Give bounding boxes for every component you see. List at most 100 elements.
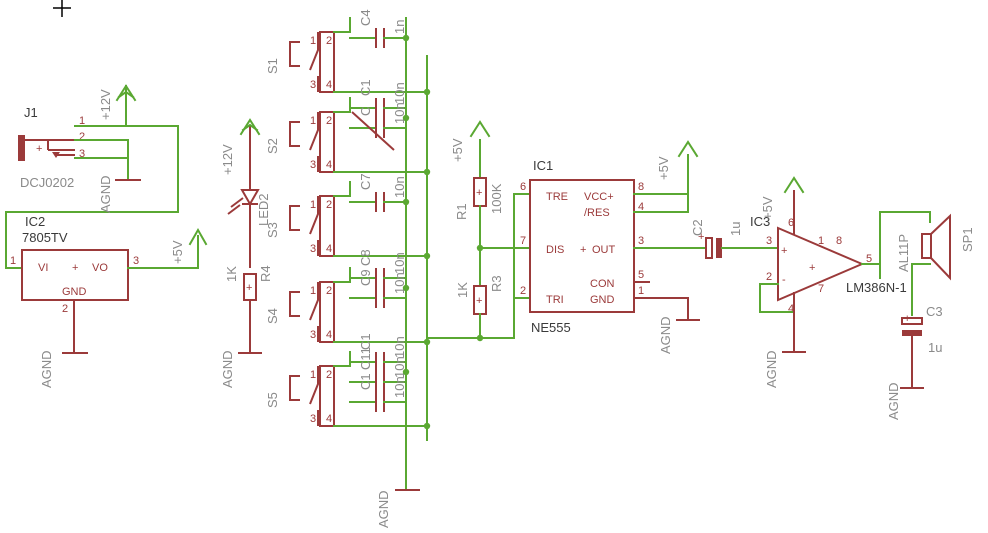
switch-pin: 4 xyxy=(326,159,332,171)
ic1-pin-res: /RES xyxy=(584,207,610,219)
r1-supply-label: +5V xyxy=(450,138,465,162)
ic1-num-4: 4 xyxy=(638,201,644,213)
switch-1-label: S1 xyxy=(265,58,280,74)
ic1-pin-vcc: VCC+ xyxy=(584,191,614,203)
ic1-num-3: 3 xyxy=(638,235,644,247)
capacitor-1-0-value: 10n xyxy=(392,82,407,104)
svg-text:+: + xyxy=(476,295,482,307)
j1-pin2: 2 xyxy=(79,131,85,143)
ic3-pin4: 4 xyxy=(788,303,794,315)
capacitor-2-0: C7 10n xyxy=(349,173,407,212)
capacitor-4-2-ref: C1 xyxy=(358,373,373,390)
ic3-pin2: 2 xyxy=(766,271,772,283)
ic1-agnd: AGND xyxy=(658,316,673,354)
capacitor-c2: + xyxy=(698,231,722,259)
switch-2-label: S2 xyxy=(265,138,280,154)
ic1-supply-label: +5V xyxy=(656,156,671,180)
ic2-agnd: AGND xyxy=(39,350,54,388)
ic3-agnd: AGND xyxy=(764,350,779,388)
ic1-num-5: 5 xyxy=(638,269,644,281)
supply-p5-r1-icon xyxy=(469,120,491,138)
capacitor-0-0: C4 1n xyxy=(349,9,407,48)
capacitor-c3: + xyxy=(901,313,923,336)
j1-ref: J1 xyxy=(24,105,38,120)
c2-value: 1u xyxy=(728,222,743,236)
switch-pin: 3 xyxy=(310,243,316,255)
svg-text:+: + xyxy=(904,313,910,325)
ic1-pin-gnd: GND xyxy=(590,294,615,306)
cursor-crosshair-icon xyxy=(53,0,71,17)
ic1-pin-dis: DIS xyxy=(546,244,564,256)
capacitor-4-2-value: 10n xyxy=(392,376,407,398)
led-supply-label: +12V xyxy=(220,144,235,175)
r3-value: 1K xyxy=(455,282,470,298)
capacitor-0-0-ref: C4 xyxy=(358,9,373,26)
j1-agnd: AGND xyxy=(98,175,113,213)
r1-ref: R1 xyxy=(454,203,469,220)
switch-pin: 3 xyxy=(310,413,316,425)
c2-ref: C2 xyxy=(690,219,705,236)
ic3-ref: IC3 xyxy=(750,214,770,229)
capacitor-2-0-value: 10n xyxy=(392,176,407,198)
connector-j1: J1 + 1 2 3 DCJ0202 xyxy=(18,105,85,190)
resistor-r1: + xyxy=(473,177,487,207)
ic1-num-7: 7 xyxy=(520,235,526,247)
switch-pin: 3 xyxy=(310,79,316,91)
ic1-value: NE555 xyxy=(531,320,571,335)
ic1-ref: IC1 xyxy=(533,158,553,173)
ic3-pin6: 6 xyxy=(788,217,794,229)
amplifier-ic3: IC3 LM386N-1 + - + 3 2 6 4 8 1 7 5 xyxy=(750,214,907,315)
ic3-pin8: 8 xyxy=(836,235,842,247)
ic3-plus: + xyxy=(781,245,787,257)
ic2-supply-label: +5V xyxy=(170,240,185,264)
switch-pin: 4 xyxy=(326,79,332,91)
led2-icon xyxy=(227,125,260,268)
ic1-pin-tri: TRI xyxy=(546,294,564,306)
capacitor-4-1-ref: C11 xyxy=(358,347,373,370)
ic3-value: LM386N-1 xyxy=(846,280,907,295)
ic1-num-2: 2 xyxy=(520,285,526,297)
ic3-minus: - xyxy=(782,274,786,286)
j1-plus: + xyxy=(36,143,42,155)
ic2-value: 7805TV xyxy=(22,230,68,245)
switch-pin: 1 xyxy=(310,115,316,127)
capacitor-0-0-value: 1n xyxy=(392,20,407,34)
c3-value: 1u xyxy=(928,340,942,355)
capacitor-1-1-ref: C xyxy=(358,107,373,116)
supply-p5-ic3-icon xyxy=(783,176,805,194)
switch-pin: 2 xyxy=(326,35,332,47)
ic1-num-8: 8 xyxy=(638,181,644,193)
capacitor-3-0-value: 10n xyxy=(392,252,407,274)
ic1-pin-out: OUT xyxy=(592,244,616,256)
supply-p5-ic1-icon xyxy=(677,140,699,158)
capacitor-3-0-ref: C8 xyxy=(358,249,373,266)
resistor-r4: + xyxy=(243,273,257,301)
switch-pin: 2 xyxy=(326,369,332,381)
ic3-pin5: 5 xyxy=(866,253,872,265)
led2-ref: LED2 xyxy=(256,193,271,226)
switch-pin: 4 xyxy=(326,243,332,255)
ic2-gnd: GND xyxy=(62,286,87,298)
ic2-pin2: 2 xyxy=(62,303,68,315)
ic2-ref: IC2 xyxy=(25,214,45,229)
capacitor-4-0-ref: C1 xyxy=(358,333,373,350)
ic3-pin3: 3 xyxy=(766,235,772,247)
r4-value: 1K xyxy=(224,266,239,282)
svg-text:+: + xyxy=(809,262,815,274)
regulator-ic2: IC2 7805TV VI + VO GND 1 3 2 xyxy=(10,214,139,315)
switch-pin: 1 xyxy=(310,369,316,381)
switch-pin: 4 xyxy=(326,413,332,425)
ic3-pin1: 1 xyxy=(818,235,824,247)
capacitor-2-0-ref: C7 xyxy=(358,173,373,190)
j1-supply-label: +12V xyxy=(98,89,113,120)
j1-pin1: 1 xyxy=(79,115,85,127)
r3-ref: R3 xyxy=(489,275,504,292)
